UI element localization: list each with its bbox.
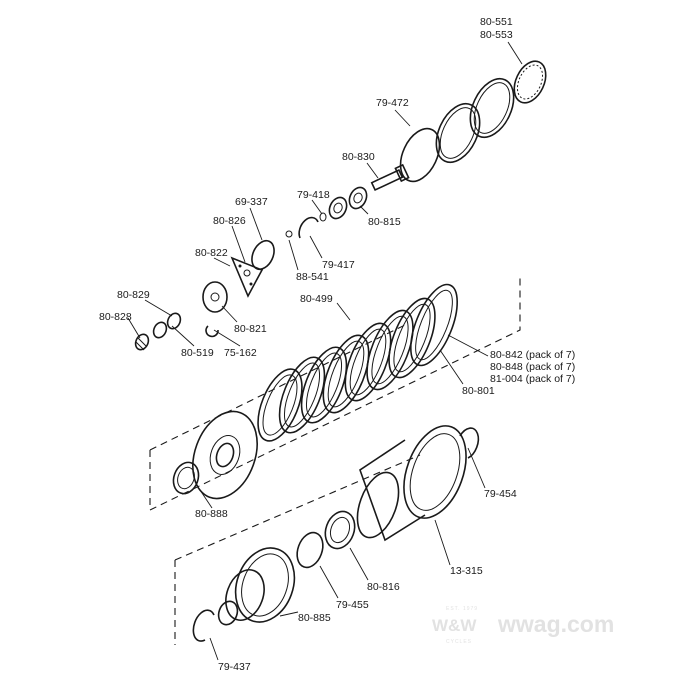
watermark-est: EST. 1979 [446,606,478,612]
ring-hub-front [172,461,200,495]
label-80-551: 80-551 [480,16,513,28]
watermark-brand: W&W [432,616,477,635]
adjuster-screw-80-830 [370,163,410,192]
ring-69-337 [251,239,275,271]
label-69-337: 69-337 [235,196,268,208]
sprocket-80-885 [225,547,296,623]
label-80-829: 80-829 [117,289,150,301]
ring-large-1 [469,77,515,139]
clutch-basket-13-315 [356,425,467,542]
snap-ring-79-454 [459,427,480,459]
label-80-816: 80-816 [367,581,400,593]
label-80-821: 80-821 [234,323,267,335]
label-80-885: 80-885 [298,612,331,624]
pressure-plate-80-551 [513,60,547,104]
label-80-828: 80-828 [99,311,132,323]
label-80-826: 80-826 [213,215,246,227]
leader-lines [127,41,523,661]
adjuster-80-829 [152,312,182,339]
label-80-830: 80-830 [342,151,375,163]
label-80-822: 80-822 [195,247,228,259]
spring-79-472 [399,127,441,183]
snap-ring-79-437 [192,609,215,642]
watermark-logo: EST. 1979 W&W wwag.com CYCLES [432,606,614,645]
bearing-79-418 [328,196,348,220]
small-pin [285,230,293,238]
label-80-888: 80-888 [195,508,228,520]
label-80-848: 80-848 (pack of 7) [490,361,575,373]
clutch-hub-80-888 [192,410,258,500]
label-79-417: 79-417 [322,259,355,271]
assembly-dashed-outline [149,275,521,645]
label-88-541: 88-541 [296,271,329,283]
watermark-sub: CYCLES [446,639,472,645]
ring-large-2 [435,102,481,164]
watermark-site: wwag.com [497,611,614,637]
part-labels: 80-551 80-553 79-472 80-830 79-418 80-81… [99,16,575,673]
label-13-315: 13-315 [450,565,483,577]
label-81-004: 81-004 (pack of 7) [490,373,575,385]
label-79-437: 79-437 [218,661,251,673]
label-79-472: 79-472 [376,97,409,109]
clutch-plate-stack [257,283,458,442]
ramp-plate-80-822 [230,256,264,298]
label-80-801: 80-801 [462,385,495,397]
washer-small [319,212,327,222]
label-79-418: 79-418 [297,189,330,201]
spring-80-828 [134,333,150,351]
label-80-499: 80-499 [300,293,333,305]
nut-80-815 [348,186,368,210]
ring-79-455 [296,531,324,569]
label-80-519: 80-519 [181,347,214,359]
label-79-455: 79-455 [336,599,369,611]
plate-80-821 [202,281,228,313]
label-80-842: 80-842 (pack of 7) [490,349,575,361]
label-80-815: 80-815 [368,216,401,228]
ring-sprocket-front [217,600,239,626]
label-80-553: 80-553 [480,29,513,41]
snap-ring-79-417 [298,216,319,239]
label-79-454: 79-454 [484,488,517,500]
bearing-80-816 [324,510,356,550]
label-75-162: 75-162 [224,347,257,359]
